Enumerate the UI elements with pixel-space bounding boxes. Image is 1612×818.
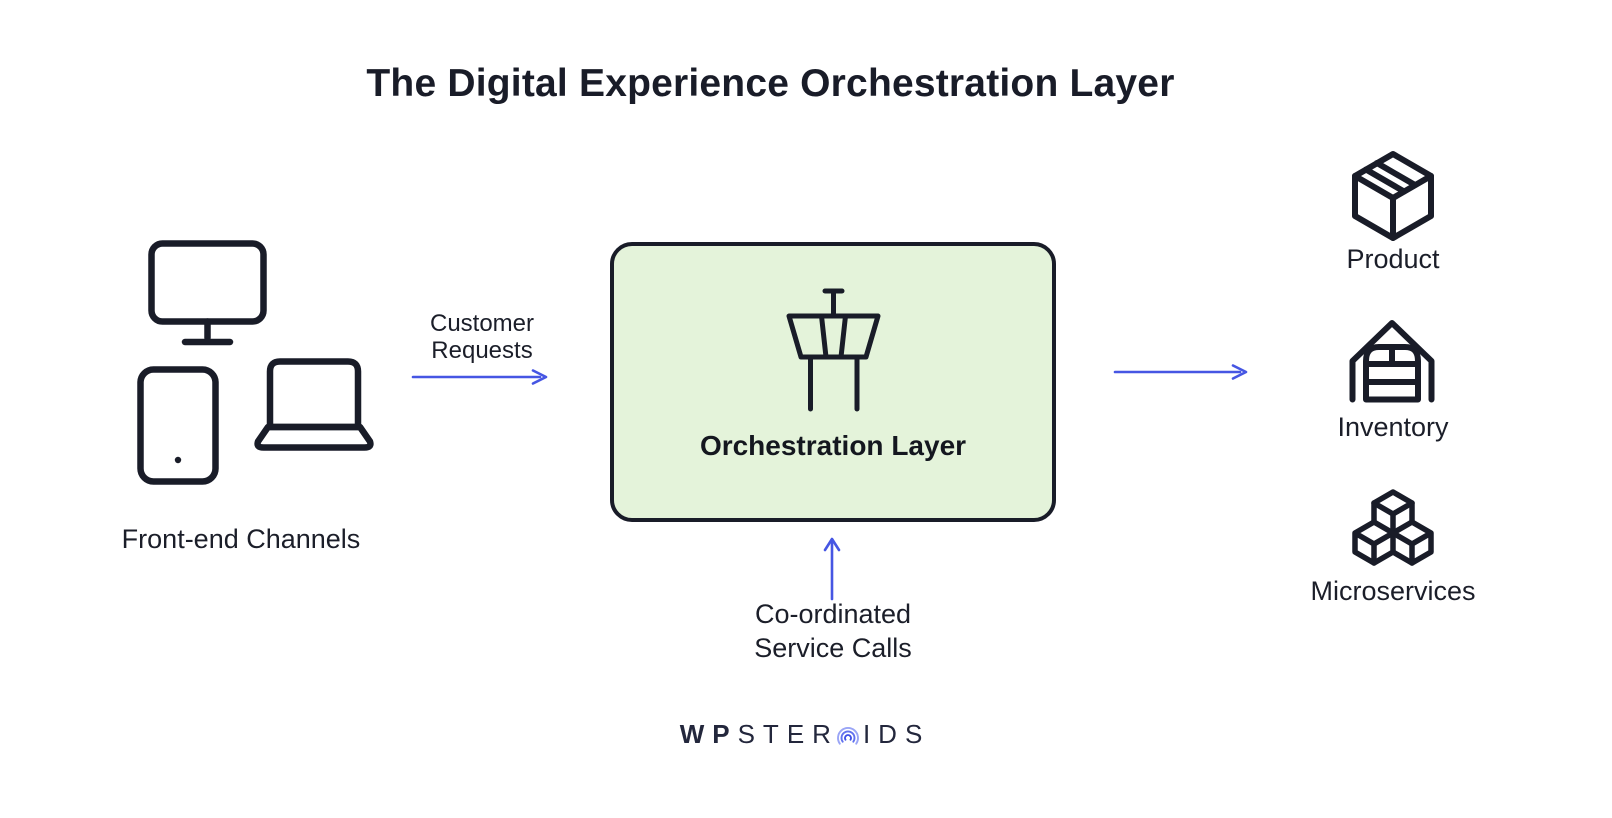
logo-text-bold: WP <box>679 718 738 749</box>
service-calls-label: Co-ordinated Service Calls <box>708 597 958 665</box>
right-arrow-to-services-icon <box>1113 364 1248 380</box>
warehouse-icon <box>1349 320 1435 403</box>
stacked-cubes-icon <box>1352 489 1434 566</box>
monitor-icon <box>148 240 267 346</box>
customer-requests-label: Customer Requests <box>398 310 566 364</box>
concentric-arcs-icon <box>837 726 859 745</box>
control-tower-icon <box>786 288 881 412</box>
front-end-channels-label: Front-end Channels <box>121 524 361 554</box>
orchestration-layer-label: Orchestration Layer <box>699 430 967 461</box>
logo-text-mid: STER <box>737 718 839 749</box>
service-calls-line2: Service Calls <box>754 633 912 663</box>
page-title: The Digital Experience Orchestration Lay… <box>366 62 1175 105</box>
customer-requests-line1: Customer <box>429 310 535 337</box>
laptop-icon <box>254 358 374 451</box>
customer-requests-line2: Requests <box>431 337 533 364</box>
service-label-inventory: Inventory <box>1337 412 1449 442</box>
tablet-icon <box>137 366 219 485</box>
up-arrow-service-calls-icon <box>823 537 841 601</box>
service-calls-line1: Co-ordinated <box>754 599 912 629</box>
logo-text-end: IDS <box>862 718 931 749</box>
service-label-product: Product <box>1346 244 1440 274</box>
service-label-microservices: Microservices <box>1310 576 1476 606</box>
right-arrow-customer-requests-icon <box>411 369 548 385</box>
package-box-icon <box>1352 151 1434 241</box>
